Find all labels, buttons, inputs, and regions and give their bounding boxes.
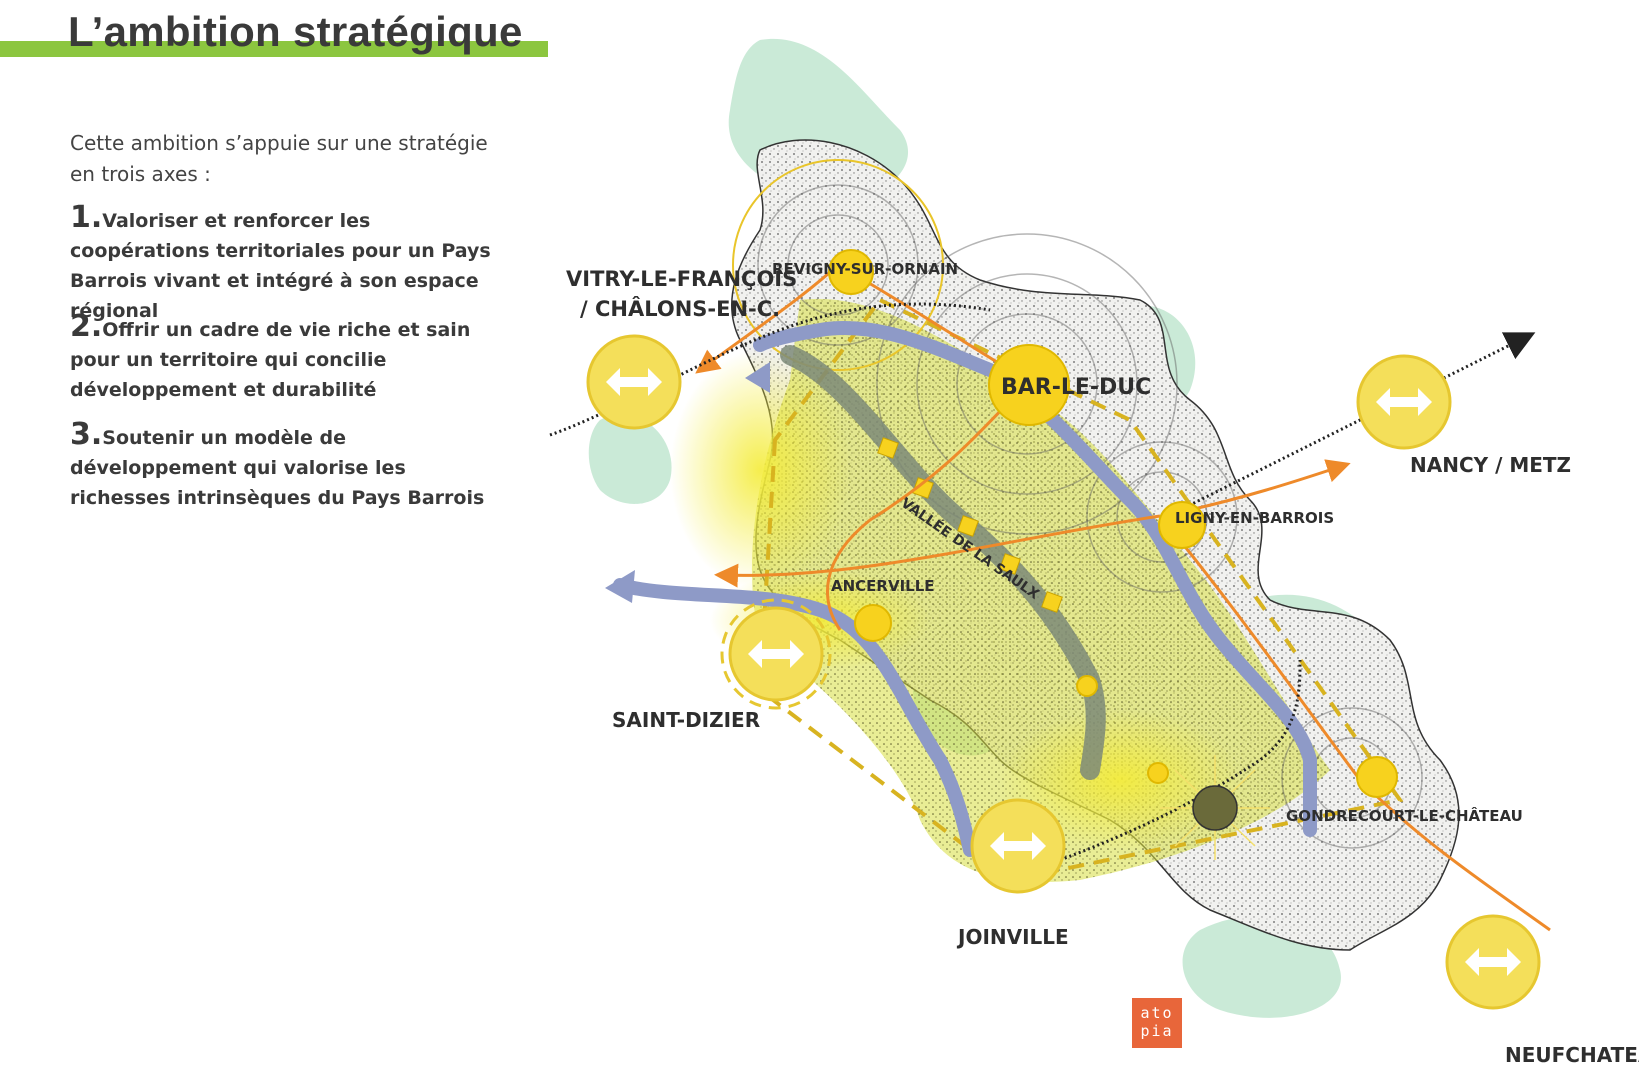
glow-area xyxy=(670,350,850,590)
rivers xyxy=(613,321,1317,857)
strategy-axis-2: 2.Offrir un cadre de vie riche et sain p… xyxy=(70,312,500,405)
title-underline xyxy=(0,41,548,57)
strategy-axis-3: 3.Soutenir un modèle de développement qu… xyxy=(70,420,500,513)
exchange-hub-icon xyxy=(720,598,832,710)
town-ligny xyxy=(1158,501,1206,549)
label-saint-dizier: SAINT-DIZIER xyxy=(612,708,760,732)
axis-number: 3. xyxy=(70,417,103,452)
exchange-hub-icon xyxy=(970,798,1066,894)
axis-number: 1. xyxy=(70,200,103,235)
exchange-hub-icon xyxy=(1356,354,1452,450)
strategy-axis-1: 1.Valoriser et renforcer les coopération… xyxy=(70,203,500,326)
town-small xyxy=(1076,675,1098,697)
label-chalons: / CHÂLONS-EN-C. xyxy=(580,296,780,321)
town-ancerville xyxy=(854,604,892,642)
atopia-logo: ato pia xyxy=(1132,998,1182,1048)
influence-rings-yellow xyxy=(732,159,944,371)
town-revigny xyxy=(828,249,874,295)
label-joinville: JOINVILLE xyxy=(956,925,1069,949)
label-neufchateau: NEUFCHATEAU xyxy=(1505,1043,1639,1067)
label-vitry: VITRY-LE-FRANÇOIS xyxy=(566,267,797,291)
town-bar-le-duc xyxy=(988,344,1070,426)
axis-text: Soutenir un modèle de développement qui … xyxy=(70,427,485,509)
town-small xyxy=(1147,762,1169,784)
label-ligny: LIGNY-EN-BARROIS xyxy=(1175,509,1334,527)
influence-rings xyxy=(757,184,1423,849)
label-revigny: REVIGNY-SUR-ORNAIN xyxy=(772,260,958,278)
town-gondrecourt xyxy=(1356,756,1398,798)
exchange-hub-icon xyxy=(586,334,682,430)
exchange-hub-icon xyxy=(1445,914,1541,1010)
logo-line: pia xyxy=(1140,1022,1174,1040)
logo-line: ato xyxy=(1140,1004,1174,1022)
label-bar-le-duc: BAR-LE-DUC xyxy=(1001,375,1151,400)
page-title: L’ambition stratégique xyxy=(68,8,523,55)
label-nancy-metz: NANCY / METZ xyxy=(1410,453,1571,477)
axis-number: 2. xyxy=(70,309,103,344)
sun-icon xyxy=(1160,755,1270,860)
label-ancerville: ANCERVILLE xyxy=(831,577,935,595)
towns xyxy=(828,249,1398,798)
dashed-frame xyxy=(757,297,1404,883)
label-gondrecourt: GONDRECOURT-LE-CHÂTEAU xyxy=(1286,806,1523,825)
intro-text: Cette ambition s’appuie sur une stratégi… xyxy=(70,131,488,186)
axis-text: Offrir un cadre de vie riche et sain pou… xyxy=(70,319,471,401)
glow-area xyxy=(1000,710,1240,850)
river-arrow xyxy=(605,570,635,603)
river-arrow xyxy=(745,362,770,393)
axis-text: Valoriser et renforcer les coopérations … xyxy=(70,210,491,322)
